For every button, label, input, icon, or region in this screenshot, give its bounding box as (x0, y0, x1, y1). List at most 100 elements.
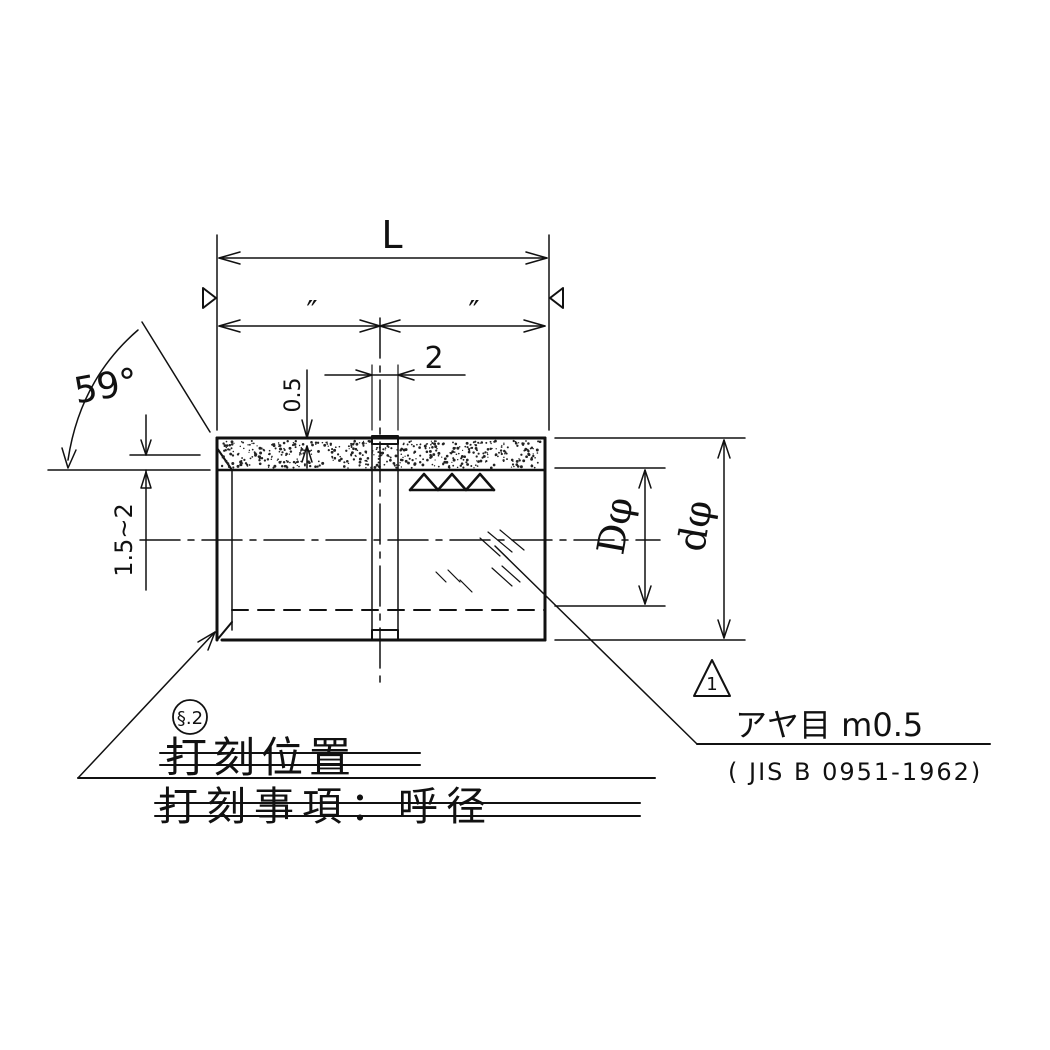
knurl-dot (480, 441, 484, 444)
knurl-dot (489, 440, 492, 443)
knurl-dot (256, 445, 258, 447)
knurl-dot (510, 466, 513, 468)
knurl-dot (347, 445, 350, 448)
knurl-dot (416, 443, 418, 446)
knurl-dot (346, 460, 349, 463)
knurl-dot (535, 448, 539, 452)
knurl-dot (223, 445, 225, 447)
knurl-dot (382, 448, 385, 451)
knurl-dot (345, 449, 348, 452)
knurl-dot (310, 449, 313, 452)
knurl-dot (350, 454, 353, 457)
knurl-dot (309, 464, 312, 468)
knurl-dot (423, 444, 427, 448)
knurl-dot (399, 462, 401, 464)
knurl-dot (532, 453, 534, 455)
knurl-dot (460, 462, 464, 465)
knurl-dot (278, 444, 282, 447)
knurl-dot (251, 456, 254, 458)
knurl-dot (470, 447, 472, 449)
knurl-dot (477, 460, 480, 463)
knurl-dot (254, 453, 257, 457)
knurl-dot (456, 446, 460, 450)
knurl-dot (400, 466, 403, 468)
knurl-dot (282, 441, 286, 445)
knurl-dot (326, 441, 328, 443)
knurl-dot (400, 453, 403, 455)
knurl-dot (445, 460, 449, 464)
knurl-dot (280, 453, 283, 456)
knurl-dot (248, 443, 251, 446)
knurl-dot (270, 458, 273, 461)
knurl-dot (494, 439, 497, 443)
knurl-dot (452, 458, 456, 462)
knurl-dot (248, 464, 251, 466)
knurl-dot (467, 450, 471, 454)
knurl-dot (486, 448, 490, 451)
knurl-dot (412, 445, 415, 448)
knurl-dot (476, 465, 479, 467)
knurl-dot (503, 443, 505, 446)
knurl-dot (273, 464, 277, 468)
knurl-dot (425, 450, 429, 454)
knurl-dot (408, 457, 411, 460)
knurl-dot (450, 452, 453, 455)
knurl-dot (537, 440, 540, 443)
knurl-dot (236, 453, 240, 456)
outer-diameter-label: dφ (669, 497, 721, 555)
half-length-left: ″ (306, 295, 317, 330)
knurl-dot (314, 441, 318, 444)
knurl-dot (370, 466, 373, 469)
knurl-dot (395, 466, 398, 469)
knurl-dot (268, 453, 271, 456)
knurl-dot (437, 465, 440, 468)
knurl-dot (525, 455, 528, 459)
knurl-dot (231, 454, 235, 457)
knurl-dot (241, 457, 244, 459)
knurl-dot (495, 448, 497, 450)
knurl-dot (296, 458, 298, 460)
knurl-dot (373, 465, 377, 469)
knurl-dot (437, 442, 440, 445)
knurl-dot (489, 466, 493, 470)
knurl-dot (274, 447, 277, 450)
knurl-dot (457, 452, 460, 455)
knurl-dot (517, 442, 520, 444)
knurl-dot (289, 450, 293, 453)
knurl-dot (268, 449, 271, 452)
knurl-dot (239, 463, 243, 467)
knurl-dot (426, 443, 429, 445)
knurl-dot (288, 453, 291, 455)
knurl-dot (466, 463, 469, 466)
knurl-dot (490, 442, 492, 445)
knurl-dot (375, 463, 379, 467)
knurl-dot (258, 462, 262, 466)
knurl-dot (389, 456, 392, 459)
knurl-dot (462, 458, 465, 461)
knurl-dot (377, 461, 380, 464)
knurl-dot (390, 447, 393, 450)
knurl-dot (404, 455, 406, 457)
knurl-dot (530, 446, 534, 449)
knurl-dot (520, 453, 523, 456)
struck-note-1: 打刻位置 (165, 733, 357, 782)
knurl-dot (437, 451, 441, 455)
knurl-dot (406, 443, 409, 446)
knurl-dot (534, 456, 536, 459)
knurl-dot (413, 451, 416, 454)
knurl-dot (432, 453, 436, 456)
knurl-dot (484, 461, 487, 463)
knurl-dot (467, 447, 471, 451)
knurl-dot (465, 461, 468, 464)
knurl-dot (229, 452, 232, 456)
knurl-dot (501, 444, 503, 447)
knurl-dot (462, 466, 465, 469)
knurl-dot (524, 448, 527, 452)
knurl-dot (230, 447, 233, 450)
knurl-dot (282, 461, 286, 464)
knurl-dot (431, 446, 434, 449)
knurl-dot (475, 455, 478, 458)
knurl-dot (463, 455, 466, 458)
knurl-dot (443, 460, 447, 464)
